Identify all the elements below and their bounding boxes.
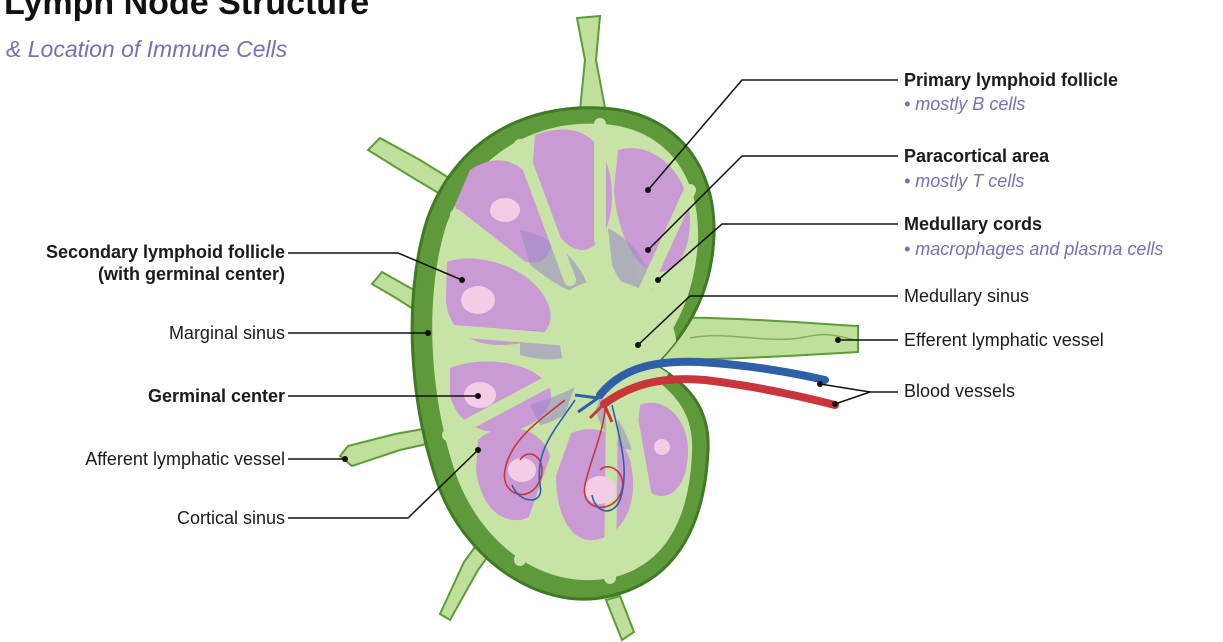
afferent-vessel-top	[577, 16, 605, 110]
label-medullary-sinus: Medullary sinus	[904, 285, 1029, 307]
page-subtitle: & Location of Immune Cells	[6, 36, 287, 63]
afferent-vessel-bottom	[606, 596, 634, 640]
label-blood-vessels: Blood vessels	[904, 380, 1015, 402]
note-paracortical-area: • mostly T cells	[904, 170, 1024, 192]
note-medullary-cords: • macrophages and plasma cells	[904, 238, 1163, 260]
label-cortical-sinus: Cortical sinus	[177, 507, 285, 529]
label-secondary-follicle-line2: (with germinal center)	[46, 263, 285, 285]
label-secondary-follicle: Secondary lymphoid follicle (with germin…	[46, 241, 285, 285]
label-paracortical-area: Paracortical area	[904, 145, 1049, 167]
label-secondary-follicle-line1: Secondary lymphoid follicle	[46, 241, 285, 263]
label-marginal-sinus: Marginal sinus	[169, 322, 285, 344]
label-medullary-cords: Medullary cords	[904, 213, 1042, 235]
note-primary-follicle: • mostly B cells	[904, 93, 1025, 115]
label-primary-follicle: Primary lymphoid follicle	[904, 69, 1118, 91]
label-afferent-vessel: Afferent lymphatic vessel	[85, 448, 285, 470]
page-title: Lymph Node Structure	[4, 0, 369, 23]
label-germinal-center: Germinal center	[148, 385, 285, 407]
label-efferent-vessel: Efferent lymphatic vessel	[904, 329, 1104, 351]
